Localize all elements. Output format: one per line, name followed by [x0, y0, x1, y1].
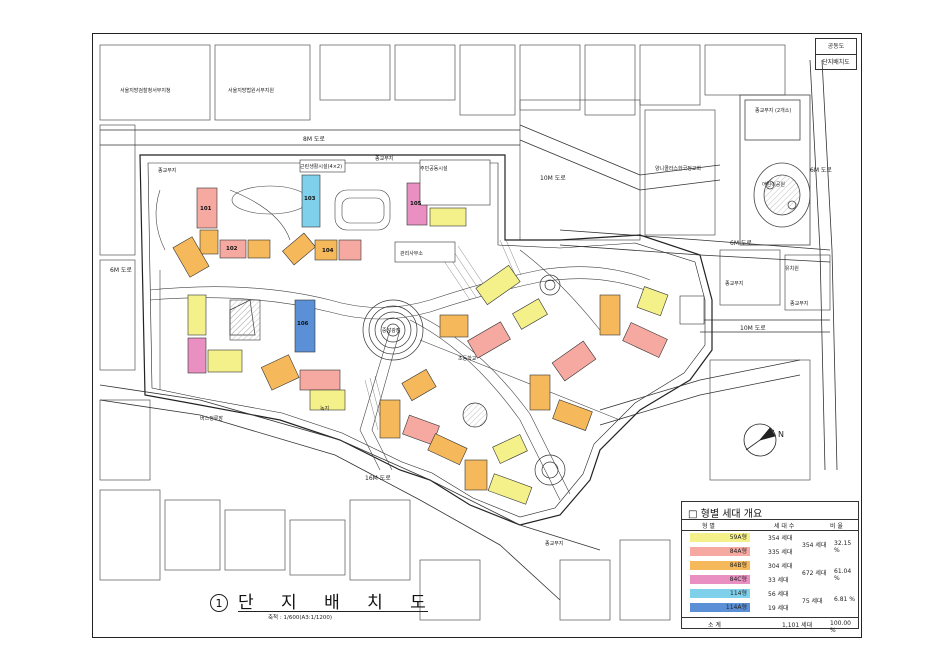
legend-total-label: 소 계: [708, 622, 721, 629]
legend-swatch: 84C형: [690, 575, 750, 584]
title-block: 1 단 지 배 치 도 축척 : 1/600(A3:1/1200): [210, 590, 480, 621]
label-religious-right: 종교부지 (2개소): [755, 107, 791, 114]
stamp-line-1: 공동도: [827, 43, 845, 50]
park-area: [739, 94, 811, 246]
legend-total-row: 소 계 1,101 세대 100.00 %: [682, 617, 858, 634]
label-management: 관리사무소: [400, 250, 423, 257]
legend-pct: 61.04 %: [834, 568, 852, 582]
legend-header-pct: 비 율: [830, 523, 843, 530]
label-prosecutor-office: 서울지방검찰청서부지청: [120, 87, 171, 94]
sheet-number: 1: [210, 594, 228, 612]
surrounding-blocks: [99, 44, 831, 621]
building-numbers: 101 102 103 104 105 106: [200, 196, 422, 327]
apartment-buildings: [172, 174, 669, 505]
svg-text:103: 103: [304, 196, 316, 202]
legend-header-count: 세 대 수: [774, 523, 795, 530]
road-label-right: 6M 도로: [810, 167, 832, 174]
label-green: 녹지: [320, 405, 329, 412]
label-religious-1: 종교부지: [158, 167, 176, 174]
label-community: 주민공동시설: [420, 165, 448, 172]
north-arrow: N: [743, 423, 784, 457]
svg-text:105: 105: [410, 201, 422, 207]
internal-roads: [149, 185, 651, 501]
map-labels: 서울지방검찰청서부지청 서울지방법원서부지원 종교부지 종교부지 종교부지 종교…: [120, 87, 808, 547]
label-bus: 버스정류장: [200, 415, 223, 422]
drawing-stamp: 공동도 단지배치도: [815, 38, 857, 70]
legend-pct: 6.81 %: [834, 596, 855, 603]
legend-title: □ 형별 세대 개요: [688, 509, 763, 520]
label-court: 서울지방법원서부지원: [228, 87, 274, 94]
legend-swatch: 84B형: [690, 561, 750, 570]
legend-count: 56 세대: [768, 591, 789, 598]
legend-header: 형 별 세 대 수 비 율: [682, 519, 858, 531]
legend-swatch: 59A형: [690, 533, 750, 542]
building-group-w: [187, 294, 346, 411]
svg-text:106: 106: [297, 321, 309, 327]
legend-row: 84C형 33 세대: [682, 574, 858, 585]
label-park: 어린이공원: [762, 181, 785, 188]
legend-row: 84B형 304 세대 672 세대 61.04 %: [682, 560, 858, 582]
label-welfare: 근린생활시설(4×2): [300, 163, 342, 170]
road-label-east-upper: 10M 도로: [540, 175, 566, 182]
legend-group-count: 672 세대: [802, 570, 827, 577]
facility-blocks: [229, 159, 705, 341]
legend-swatch: 84A형: [690, 547, 750, 556]
road-label-west: 6M 도로: [110, 267, 132, 274]
sheet-scale: 축척 : 1/600(A3:1/1200): [268, 615, 333, 621]
legend-swatch: 114A형: [690, 603, 750, 612]
legend-row: 84A형 335 세대: [682, 546, 858, 557]
drawing-frame: [92, 33, 862, 638]
legend-count: 335 세대: [768, 549, 793, 556]
roads: [99, 59, 838, 601]
label-religious-4: 종교부지: [790, 300, 808, 307]
legend-header-type: 형 별: [702, 523, 715, 530]
svg-text:102: 102: [226, 246, 238, 252]
label-religious-3: 종교부지: [725, 280, 743, 287]
label-religious-5: 종교부지: [545, 540, 563, 547]
label-kindergarten: 유치원: [785, 265, 799, 272]
legend-count: 304 세대: [768, 563, 793, 570]
label-church: 양니콜라스한국정교회: [655, 165, 701, 172]
legend-group-count: 354 세대: [802, 542, 827, 549]
svg-text:101: 101: [200, 206, 212, 212]
legend-count: 354 세대: [768, 535, 793, 542]
sheet-title: 단 지 배 치 도: [238, 593, 437, 613]
unit-type-legend: □ 형별 세대 개요 형 별 세 대 수 비 율 59A형 354 세대 354 세…: [681, 501, 859, 634]
label-religious-2: 종교부지: [375, 155, 393, 162]
legend-pct: 32.15 %: [834, 540, 852, 554]
legend-count: 19 세대: [768, 605, 789, 612]
legend-total-pct: 100.00 %: [830, 620, 851, 634]
building-group-s: [379, 368, 533, 505]
building-group-c: [439, 264, 669, 431]
legend-swatch: 114형: [690, 589, 750, 598]
road-labels: 8M 도로 10M 도로 6M 도로 10M 도로 6M 도로 16M 도로 6…: [110, 136, 832, 482]
building-group-nw: [172, 174, 467, 278]
svg-text:N: N: [778, 430, 784, 439]
road-label-east-middle: 6M 도로: [730, 240, 752, 247]
legend-row: 114형 56 세대 75 세대 6.81 %: [682, 588, 858, 605]
label-central-plaza: 중앙광장: [382, 327, 401, 334]
road-label-east-lower: 10M 도로: [740, 325, 766, 332]
legend-count: 33 세대: [768, 577, 789, 584]
legend-group-count: 75 세대: [802, 598, 823, 605]
legend-total-count: 1,101 세대: [782, 622, 813, 629]
road-label-north: 8M 도로: [303, 136, 325, 143]
legend-row: 114A형 19 세대: [682, 602, 858, 613]
svg-text:104: 104: [322, 248, 334, 254]
title-underline: [238, 611, 428, 612]
road-label-south: 16M 도로: [365, 475, 391, 482]
label-school-site: 초등학교: [458, 355, 477, 362]
stamp-line-2: 단지배치도: [816, 54, 856, 70]
site-boundary: [139, 154, 713, 526]
legend-row: 59A형 354 세대 354 세대 32.15 %: [682, 532, 858, 554]
